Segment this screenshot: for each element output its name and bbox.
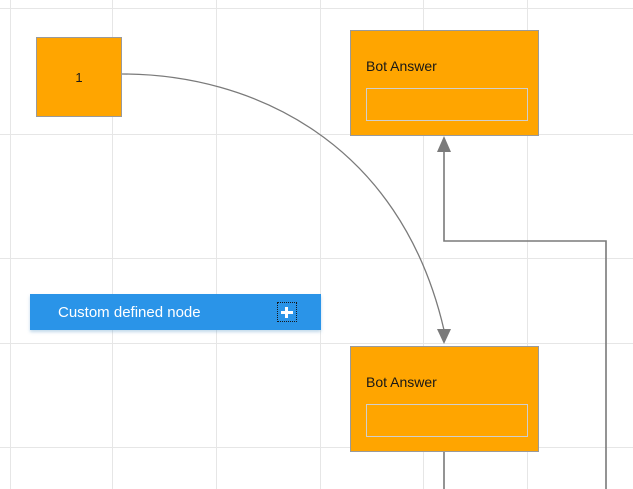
arrowhead-down-icon <box>437 329 451 344</box>
plus-icon[interactable] <box>277 302 297 322</box>
node-bot-answer-top-slot[interactable] <box>366 88 528 121</box>
custom-defined-node-button[interactable]: Custom defined node <box>30 294 321 330</box>
node-bot-answer-bottom[interactable]: Bot Answer <box>350 346 539 452</box>
node-start[interactable]: 1 <box>36 37 122 117</box>
node-start-label: 1 <box>75 69 83 85</box>
plus-icon-vertical-bar <box>285 307 288 318</box>
node-bot-answer-bottom-slot[interactable] <box>366 404 528 437</box>
node-bot-answer-top-title: Bot Answer <box>366 58 437 74</box>
connector-start-to-bot-answer-bottom[interactable] <box>121 73 445 331</box>
custom-defined-node-label: Custom defined node <box>58 303 201 321</box>
connector-feedback-to-bot-answer-top[interactable] <box>443 152 607 489</box>
node-bot-answer-top[interactable]: Bot Answer <box>350 30 539 136</box>
arrowhead-up-icon <box>437 136 451 152</box>
node-bot-answer-bottom-title: Bot Answer <box>366 374 437 390</box>
